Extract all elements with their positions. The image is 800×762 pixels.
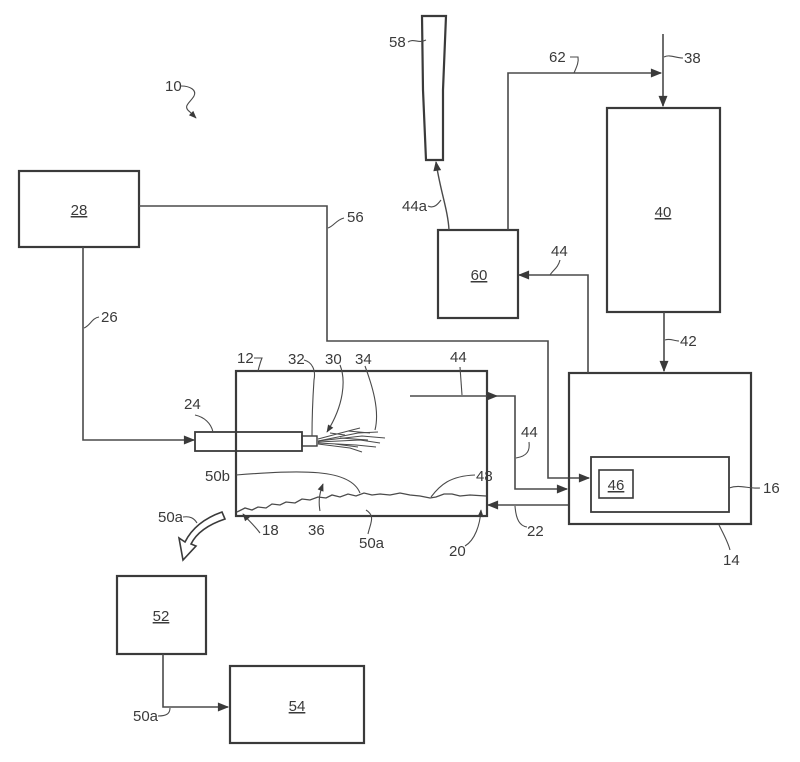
leader-56 [327, 217, 345, 229]
nozzle-24 [194, 431, 303, 452]
leader-44-right [515, 441, 530, 459]
label-32: 32 [288, 351, 305, 368]
label-24: 24 [184, 396, 201, 413]
leader-18 [242, 513, 261, 534]
spray-plume-34 [317, 427, 386, 453]
box-46-label: 46 [608, 477, 625, 494]
solid-line-50a [162, 654, 230, 712]
label-14: 14 [723, 552, 740, 569]
label-system-10: 10 [165, 78, 182, 95]
leader-30 [326, 364, 344, 433]
gas-line-44-to-60 [517, 270, 589, 373]
label-26: 26 [101, 309, 118, 326]
box-40-label: 40 [655, 204, 672, 221]
leader-44a [427, 199, 442, 208]
label-50a-arrow: 50a [158, 509, 184, 526]
label-44-right: 44 [521, 424, 538, 441]
leader-34 [364, 365, 378, 431]
label-34: 34 [355, 351, 372, 368]
leader-38 [663, 55, 684, 59]
leader-32 [303, 359, 316, 437]
box-54-label: 54 [289, 698, 306, 715]
leader-14 [718, 524, 731, 551]
leader-44-to-60 [549, 259, 561, 276]
leader-58 [407, 39, 427, 43]
label-30: 30 [325, 351, 342, 368]
upper-layer-50b [235, 471, 361, 494]
gas-line-44-down [497, 395, 569, 494]
leader-26 [83, 316, 100, 329]
label-36: 36 [308, 522, 325, 539]
leader-42 [664, 338, 680, 342]
nozzle-tip-32 [301, 435, 318, 447]
leader-62 [570, 56, 579, 74]
label-44-to-60: 44 [551, 243, 568, 260]
stack-58 [420, 14, 448, 162]
leader-36 [317, 483, 324, 512]
leader-20 [464, 509, 484, 547]
label-50a-line: 50a [133, 708, 159, 725]
box-46 [598, 469, 634, 499]
leader-48 [430, 474, 476, 498]
label-48: 48 [476, 468, 493, 485]
leader-16 [728, 485, 761, 489]
chamber-12 [234, 369, 489, 518]
leader-50a-bottom [365, 509, 373, 535]
label-50a-bottom: 50a [359, 535, 385, 552]
label-50b: 50b [205, 468, 230, 485]
leader-22 [514, 505, 528, 528]
label-58: 58 [389, 34, 406, 51]
box-52 [115, 574, 208, 656]
exhaust-44a [433, 161, 450, 231]
label-56: 56 [347, 209, 364, 226]
box-28 [17, 169, 141, 249]
box-54 [228, 664, 366, 745]
label-44a: 44a [402, 198, 428, 215]
label-62: 62 [549, 49, 566, 66]
unit-14 [567, 371, 753, 526]
discharge-arrow-50a [177, 510, 227, 562]
leader-12 [254, 357, 263, 372]
label-38: 38 [684, 50, 701, 67]
feed-line-26 [82, 247, 196, 445]
deposit-surface [236, 492, 487, 513]
label-16: 16 [763, 480, 780, 497]
leader-24 [194, 414, 214, 433]
inner-unit-16 [590, 456, 730, 513]
recycle-line-62 [507, 68, 663, 230]
control-line-56 [139, 205, 591, 483]
leader-50a-arrow [182, 516, 198, 524]
label-18: 18 [262, 522, 279, 539]
system-ref-arrow [180, 85, 197, 119]
label-20: 20 [449, 543, 466, 560]
label-12: 12 [237, 350, 254, 367]
box-28-label: 28 [71, 202, 88, 219]
label-42: 42 [680, 333, 697, 350]
leader-44-top [459, 366, 463, 396]
box-52-label: 52 [153, 608, 170, 625]
label-22: 22 [527, 523, 544, 540]
box-60-label: 60 [471, 267, 488, 284]
leader-50a-line [157, 707, 171, 717]
label-44-top: 44 [450, 349, 467, 366]
